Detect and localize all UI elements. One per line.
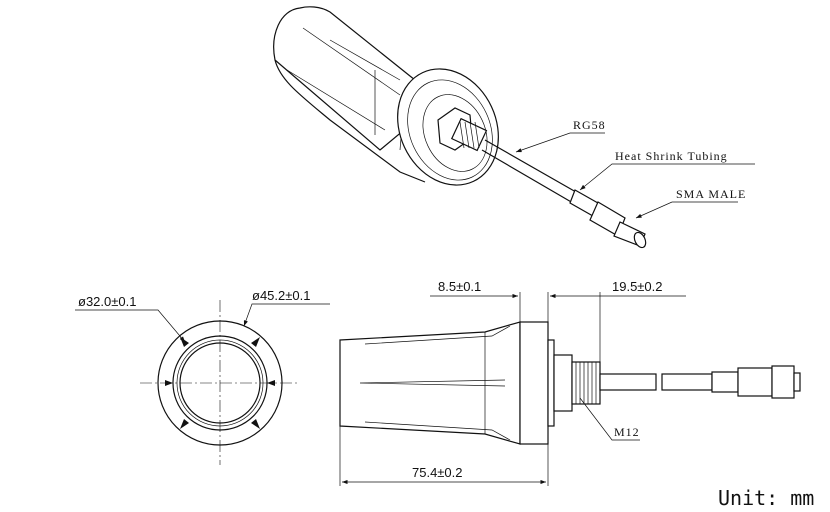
total-length-dim: 75.4±0.2 bbox=[412, 465, 463, 480]
unit-label: Unit: mm bbox=[718, 486, 814, 510]
thread-length-dim: 19.5±0.2 bbox=[612, 279, 663, 294]
isometric-view bbox=[273, 6, 647, 249]
thread-callout-label: M12 bbox=[614, 425, 640, 439]
callout-sma: SMA MALE bbox=[635, 187, 746, 219]
callout-heat-shrink-label: Heat Shrink Tubing bbox=[615, 149, 728, 163]
callout-sma-label: SMA MALE bbox=[676, 187, 746, 201]
front-view: ø32.0±0.1 ø45.2±0.1 bbox=[75, 288, 330, 465]
outer-diameter-dim: ø45.2±0.1 bbox=[252, 288, 310, 303]
inner-diameter-dim: ø32.0±0.1 bbox=[78, 294, 136, 309]
side-view: M12 8.5±0.1 19.5±0.2 75.4±0.2 bbox=[339, 279, 801, 486]
callout-rg58: RG58 bbox=[515, 118, 606, 153]
callout-heat-shrink: Heat Shrink Tubing bbox=[579, 149, 755, 191]
flange-thickness-dim: 8.5±0.1 bbox=[438, 279, 481, 294]
callout-rg58-label: RG58 bbox=[573, 118, 606, 132]
